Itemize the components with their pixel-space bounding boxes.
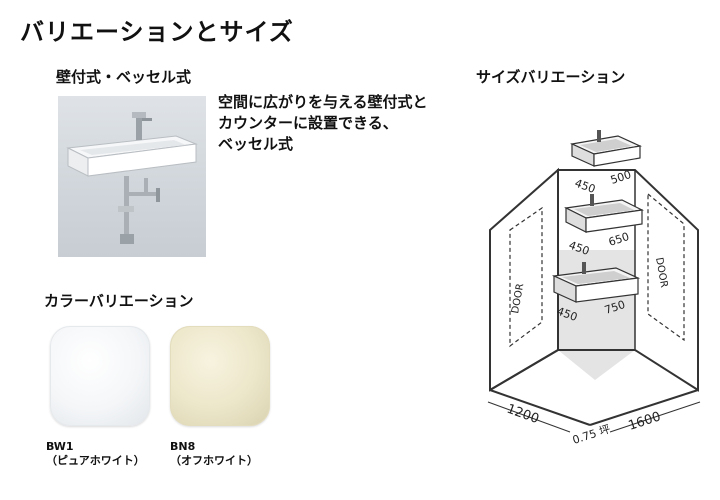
wall-sink-illustration [66, 112, 198, 244]
color-code: BW1 [46, 440, 74, 453]
wall-type-heading: 壁付式・ベッセル式 [56, 68, 192, 86]
description-line: カウンターに設置できる、 [218, 114, 398, 132]
color-code: BN8 [170, 440, 196, 453]
color-caption-bn8: BN8 （オフホワイト） [170, 440, 258, 468]
sink-photo [58, 96, 206, 257]
door-label-left: DOOR [510, 283, 526, 315]
wall-type-description: 空間に広がりを与える壁付式と カウンターに設置できる、 ベッセル式 [218, 92, 468, 155]
sink1-depth-label: 450 [573, 177, 597, 196]
color-caption-bw1: BW1 （ピュアホワイト） [46, 440, 145, 468]
door-label-right: DOOR [653, 257, 669, 289]
description-line: 空間に広がりを与える壁付式と [218, 93, 428, 111]
color-variation-heading: カラーバリエーション [44, 292, 194, 310]
room-diagram: 450 500 450 650 450 750 DOOR DOOR 1200 0… [470, 100, 710, 460]
room-area-label: 0.75 坪 [571, 422, 612, 446]
description-line: ベッセル式 [218, 135, 294, 153]
color-swatch-bw1 [50, 326, 150, 426]
color-swatch-bn8 [170, 326, 270, 426]
size-variation-heading: サイズバリエーション [476, 68, 626, 86]
color-name: （オフホワイト） [170, 454, 258, 467]
page-title: バリエーションとサイズ [20, 18, 294, 46]
sink3-width-label: 750 [603, 298, 627, 317]
color-name: （ピュアホワイト） [46, 454, 145, 467]
room-depth-label: 1600 [627, 409, 663, 433]
room-isometric-svg: 450 500 450 650 450 750 DOOR DOOR 1200 0… [487, 130, 701, 447]
sink1-width-label: 500 [609, 168, 633, 187]
sink2-width-label: 650 [607, 230, 631, 249]
